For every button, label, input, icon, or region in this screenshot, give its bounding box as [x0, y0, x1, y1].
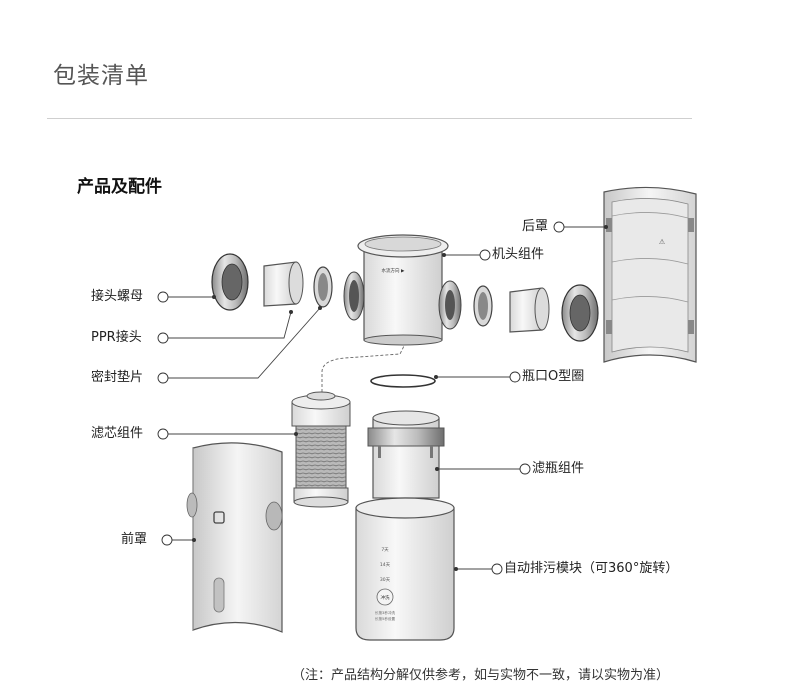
svg-text:⚠: ⚠ — [659, 238, 666, 246]
leader-lines — [168, 226, 606, 570]
label-drain-module: 自动排污模块（可360°旋转） — [504, 561, 679, 576]
drain-hint-line2: 长按5秒设置 — [375, 616, 396, 621]
filter-bottle — [367, 410, 445, 499]
indicator-30-days: 30天 — [380, 577, 391, 583]
label-filter-bottle: 滤瓶组件 — [532, 461, 585, 476]
head-assembly: 水流方向 ▶ — [343, 234, 462, 346]
head-flow-label: 水流方向 ▶ — [382, 267, 405, 274]
title-divider — [47, 118, 692, 119]
bottle-o-ring — [370, 374, 436, 388]
front-cover — [186, 442, 283, 633]
label-ppr-joint: PPR接头 — [91, 330, 142, 345]
drain-module: 7天 14天 30天 冲洗 长按3秒冲洗 长按5秒设置 — [355, 497, 455, 641]
flush-button-label: 冲洗 — [381, 594, 390, 601]
rear-cover: ⚠ — [603, 186, 697, 363]
drain-hint-line1: 长按3秒冲洗 — [375, 610, 396, 615]
seal-gasket-left — [313, 266, 333, 308]
footnote: （注：产品结构分解仅供参考，如与实物不一致，请以实物为准） — [292, 668, 670, 683]
ppr-joint-right — [509, 287, 550, 333]
ppr-joint-left — [263, 261, 304, 307]
label-bottle-o-ring: 瓶口O型圈 — [522, 369, 585, 384]
leader-dots — [192, 225, 608, 571]
label-seal-gasket: 密封垫片 — [91, 370, 144, 385]
indicator-14-days: 14天 — [380, 562, 391, 568]
label-filter-core: 滤芯组件 — [91, 426, 144, 441]
connector-nut-left — [211, 253, 249, 311]
flush-button — [376, 588, 394, 606]
connector-nut-right — [561, 284, 599, 342]
indicator-7-days: 7天 — [381, 547, 389, 553]
brand-logo — [213, 511, 225, 524]
label-rear-cover: 后罩 — [522, 219, 549, 234]
label-head-assembly: 机头组件 — [492, 247, 545, 262]
seal-gasket-right — [473, 285, 493, 327]
filter-core — [291, 391, 351, 508]
section-title: 产品及配件 — [77, 177, 162, 197]
callout-markers — [157, 221, 565, 575]
label-connector-nut: 接头螺母 — [91, 289, 144, 304]
page-title: 包装清单 — [53, 63, 149, 89]
label-front-cover: 前罩 — [121, 532, 148, 547]
